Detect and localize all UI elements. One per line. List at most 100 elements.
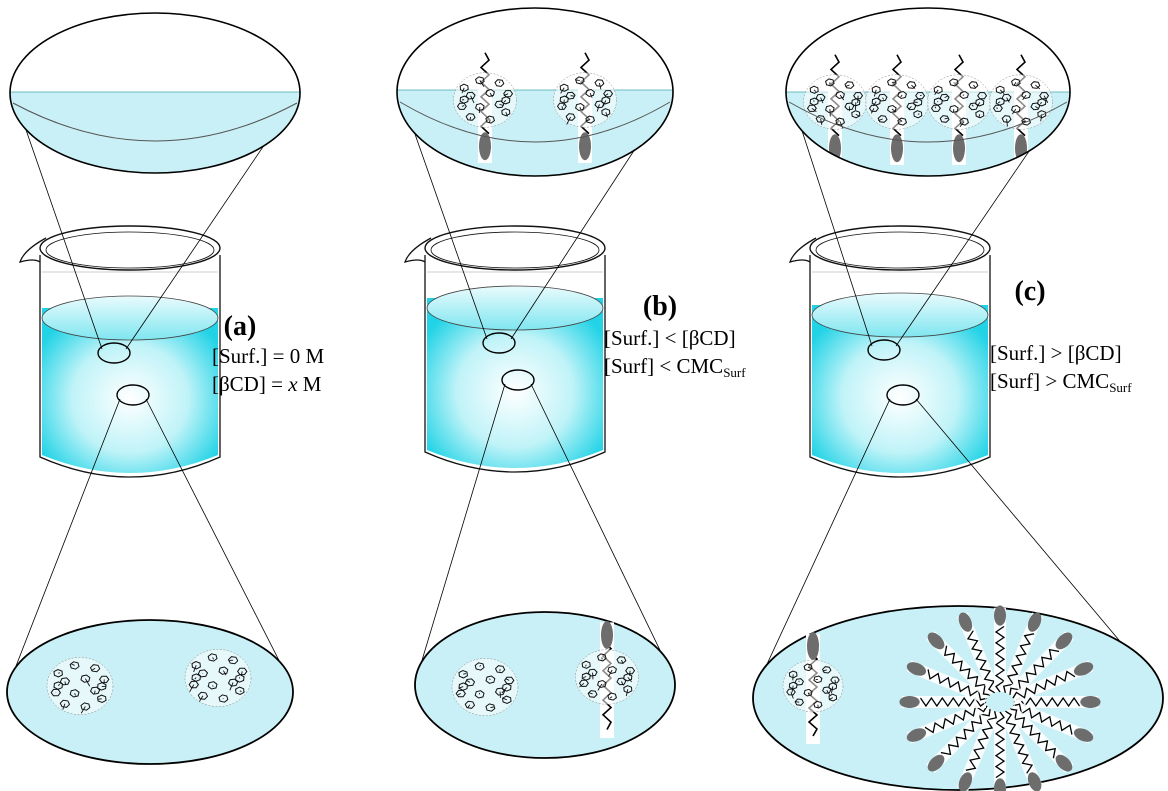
- cyclodextrin: [184, 649, 252, 707]
- surfactant-head: [906, 728, 927, 742]
- micelle: [899, 605, 1101, 791]
- surfactant-tail: [1012, 670, 1076, 699]
- bulk-zoom: [414, 383, 676, 759]
- cyclodextrin: [451, 658, 519, 716]
- micelle-surfactant: [1013, 696, 1101, 708]
- cyclodextrin: [553, 72, 617, 128]
- surfactant-head: [927, 754, 945, 772]
- beaker-liquid: [427, 298, 603, 468]
- zoom-ellipse-border: [396, 7, 674, 177]
- zoom-ellipse-border: [785, 7, 1071, 177]
- cyclodextrin: [865, 74, 929, 130]
- micelle-surfactant: [999, 708, 1044, 791]
- liquid-surface: [41, 295, 219, 341]
- beaker: [788, 225, 991, 478]
- zoom-region-surface: [867, 339, 901, 361]
- panel-label: (c): [1014, 276, 1045, 307]
- panel-a: (a)[Surf.] = 0 M [βCD] = x M: [6, 12, 324, 765]
- surface-zoom: [9, 12, 301, 350]
- zoom-line: [416, 383, 506, 678]
- beaker-liquid: [812, 305, 988, 473]
- zoom-region-bulk: [886, 384, 920, 406]
- beaker-rim-inner: [430, 231, 600, 269]
- beaker-rim: [424, 225, 606, 271]
- zoom-line: [791, 99, 873, 347]
- condition-line: [βCD] = x M: [212, 372, 322, 396]
- micelle-surfactant: [1010, 660, 1094, 704]
- surfactant-head: [958, 612, 973, 632]
- panel-b: (b) [Surf.] < [βCD] [Surf] < CMCSurf: [396, 7, 746, 759]
- surfactant-head: [1027, 612, 1042, 632]
- cyclodextrin: [46, 657, 114, 715]
- surfactant-head: [994, 778, 1006, 791]
- surfactant-head: [1073, 728, 1094, 742]
- micelle-surfactant: [994, 605, 1006, 693]
- bulk-zoom: [752, 398, 1164, 791]
- cyclodextrin: [782, 659, 844, 713]
- surfactant-head: [1027, 772, 1042, 791]
- zoom-line: [402, 99, 488, 340]
- inclusion-complex: [803, 54, 867, 165]
- condition-line: [Surf.] > [βCD]: [990, 341, 1122, 365]
- water-phase: [10, 92, 300, 173]
- micelle-surfactant: [1005, 704, 1074, 773]
- cyclodextrin: [927, 74, 991, 130]
- zoom-line: [8, 398, 121, 685]
- liquid-surface: [426, 285, 604, 331]
- condition-line: [Surf.] < [βCD]: [604, 326, 736, 350]
- zoom-region-bulk: [501, 369, 535, 391]
- condition-line: [Surf] < CMCSurf: [604, 354, 746, 380]
- beaker-rim: [39, 225, 221, 271]
- cyclodextrin: [803, 74, 867, 130]
- micelle-surfactant: [956, 708, 1001, 791]
- beaker-spout: [18, 237, 47, 263]
- surfactant-head: [1055, 754, 1073, 772]
- surfactant-head: [927, 632, 945, 650]
- surfactant-head: [579, 132, 591, 161]
- surfactant-head: [953, 134, 965, 163]
- zoom-line: [754, 398, 891, 691]
- beaker-spout: [403, 237, 432, 263]
- beaker-wall: [809, 255, 991, 478]
- surfactant-head: [1080, 696, 1101, 708]
- panel-label: (a): [224, 311, 257, 342]
- beaker-rim-inner: [815, 231, 985, 269]
- zoom-line: [530, 383, 674, 678]
- inclusion-complex: [453, 52, 517, 163]
- inclusion-complex: [865, 54, 929, 165]
- surfactant-head: [1055, 632, 1073, 650]
- beaker-rim: [809, 225, 991, 271]
- beaker-wall: [424, 255, 606, 473]
- cyclodextrin: [575, 649, 639, 705]
- condition-line: [Surf.] = 0 M: [212, 344, 324, 368]
- surfactant-head: [601, 621, 613, 649]
- condition-line: [Surf] > CMCSurf: [990, 369, 1132, 395]
- bulk-zoom: [6, 398, 294, 765]
- zoom-line: [15, 100, 103, 350]
- surface-zoom: [396, 7, 674, 340]
- surfactant-head: [899, 696, 920, 708]
- beaker-liquid: [42, 308, 218, 473]
- beaker-wall: [39, 255, 221, 478]
- zoom-region-surface: [482, 332, 516, 354]
- inclusion-complex: [927, 54, 991, 165]
- surfactant-head: [1073, 662, 1094, 676]
- panel-label: (b): [643, 291, 677, 322]
- beaker-rim-inner: [45, 231, 215, 269]
- cyclodextrin: [453, 72, 517, 128]
- zoom-region-surface: [97, 342, 131, 364]
- surfactant-head: [958, 772, 973, 791]
- surface-zoom: [785, 7, 1071, 347]
- surfactant-head: [906, 662, 927, 676]
- beaker-spout: [788, 237, 817, 263]
- panel-c: (c) [Surf.] > [βCD] [Surf] > CMCSurf: [752, 7, 1164, 791]
- zoom-line: [145, 398, 292, 685]
- surfactant-head: [479, 132, 491, 161]
- beaker: [18, 225, 221, 478]
- liquid-surface: [811, 292, 989, 338]
- surfactant-head: [807, 632, 819, 660]
- zoom-ellipse-border: [9, 12, 301, 174]
- surfactant-head: [891, 134, 903, 163]
- surfactant-head: [994, 605, 1006, 626]
